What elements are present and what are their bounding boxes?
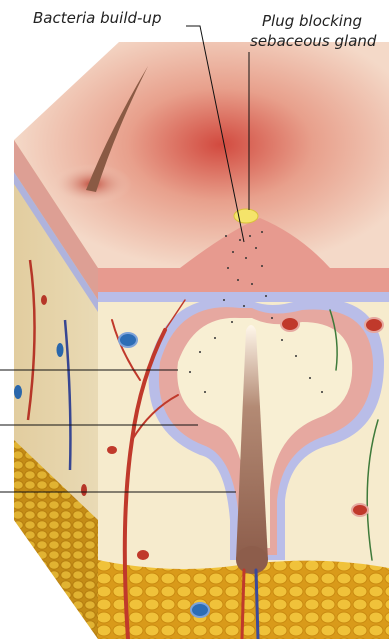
bacteria-build-up-label: Bacteria build-up	[33, 9, 161, 27]
plug-blocking-label-line2: sebaceous gland	[250, 32, 376, 50]
plug-blocking-label-line1: Plug blocking	[262, 12, 362, 30]
